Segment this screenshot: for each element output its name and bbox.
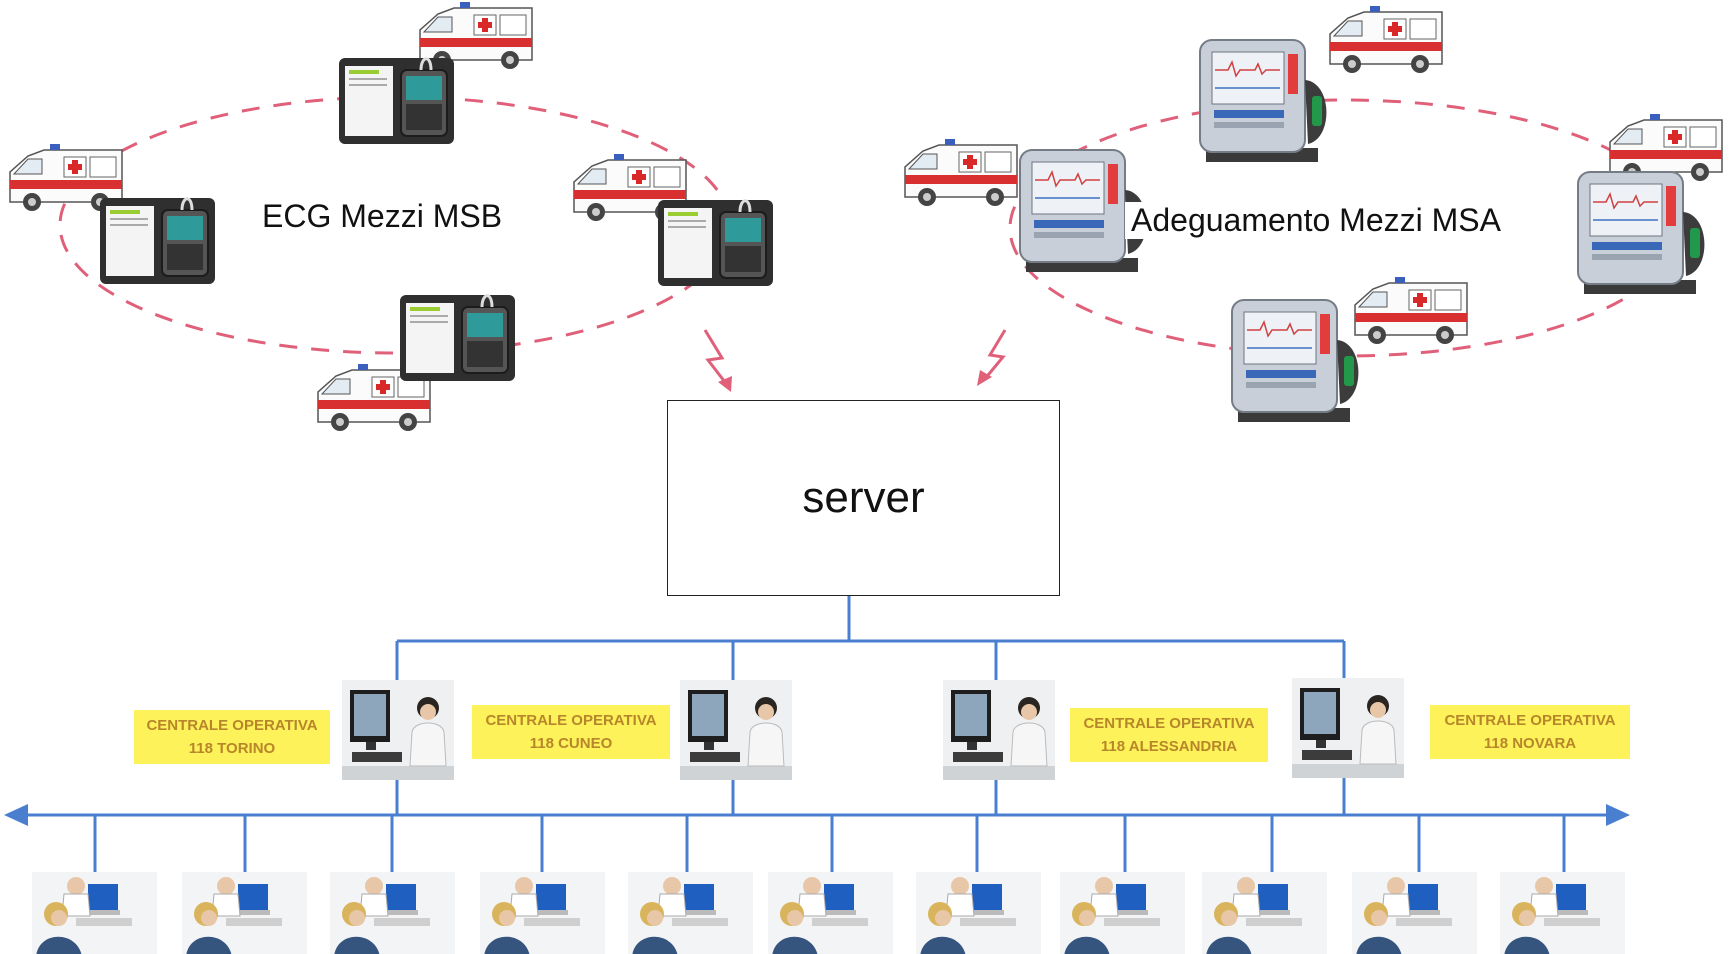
operative-center-line2: 118 NOVARA — [1483, 735, 1577, 752]
operative-center-label-torino: CENTRALE OPERATIVA 118 TORINO — [134, 710, 330, 764]
operative-center-line2: 118 CUNEO — [529, 735, 613, 752]
operator-icon — [1059, 871, 1186, 954]
ecg-bag-icon — [98, 196, 217, 286]
operative-center-label-novara: CENTRALE OPERATIVA 118 NOVARA — [1430, 705, 1630, 759]
operator-icon — [181, 871, 308, 954]
operator-icon — [1499, 871, 1626, 954]
ecg-bag-icon — [656, 198, 775, 288]
operators-row — [31, 871, 1626, 954]
transmission-bolt-icon — [977, 329, 1007, 386]
operator-icon — [915, 871, 1042, 954]
server-box: server — [667, 400, 1060, 596]
network-lines — [22, 596, 1612, 874]
operative-center-line1: CENTRALE OPERATIVA — [1083, 715, 1255, 732]
workstation-cuneo-icon — [679, 679, 793, 781]
msb-cluster-title: ECG Mezzi MSB — [262, 198, 503, 234]
operative-center-line1: CENTRALE OPERATIVA — [485, 712, 657, 729]
ambulance-icon — [1609, 113, 1723, 182]
workstation-novara-icon — [1291, 677, 1405, 779]
operator-icon — [627, 871, 754, 954]
operative-center-line1: CENTRALE OPERATIVA — [1444, 712, 1616, 729]
server-label: server — [802, 473, 925, 522]
ambulance-icon — [1354, 276, 1468, 345]
operator-icon — [479, 871, 606, 954]
workstation-alessandria-icon — [942, 679, 1056, 781]
workstation-torino-icon — [341, 679, 455, 781]
arrow-right-icon — [1606, 804, 1630, 826]
operative-center-line1: CENTRALE OPERATIVA — [146, 717, 318, 734]
operator-icon — [31, 871, 158, 954]
defibrillator-icon — [1231, 299, 1360, 423]
msb-cluster — [9, 1, 775, 432]
msa-cluster-title: Adeguamento Mezzi MSA — [1125, 202, 1507, 239]
operative-center-line2: 118 TORINO — [188, 740, 276, 757]
defibrillator-icon — [1577, 171, 1706, 295]
ecg-bag-icon — [337, 56, 456, 146]
arrow-left-icon — [4, 804, 28, 826]
ambulance-icon — [1329, 5, 1443, 74]
defibrillator-icon — [1199, 39, 1328, 163]
transmission-bolt-icon — [703, 329, 732, 392]
msa-cluster — [904, 5, 1723, 423]
operative-center-label-alessandria: CENTRALE OPERATIVA 118 ALESSANDRIA — [1070, 708, 1268, 762]
operator-icon — [1201, 871, 1328, 954]
operator-icon — [329, 871, 456, 954]
operator-icon — [767, 871, 894, 954]
operative-center-label-cuneo: CENTRALE OPERATIVA 118 CUNEO — [472, 705, 670, 759]
ambulance-icon — [904, 138, 1018, 207]
operator-icon — [1351, 871, 1478, 954]
ecg-bag-icon — [398, 293, 517, 383]
operative-center-line2: 118 ALESSANDRIA — [1100, 738, 1238, 755]
